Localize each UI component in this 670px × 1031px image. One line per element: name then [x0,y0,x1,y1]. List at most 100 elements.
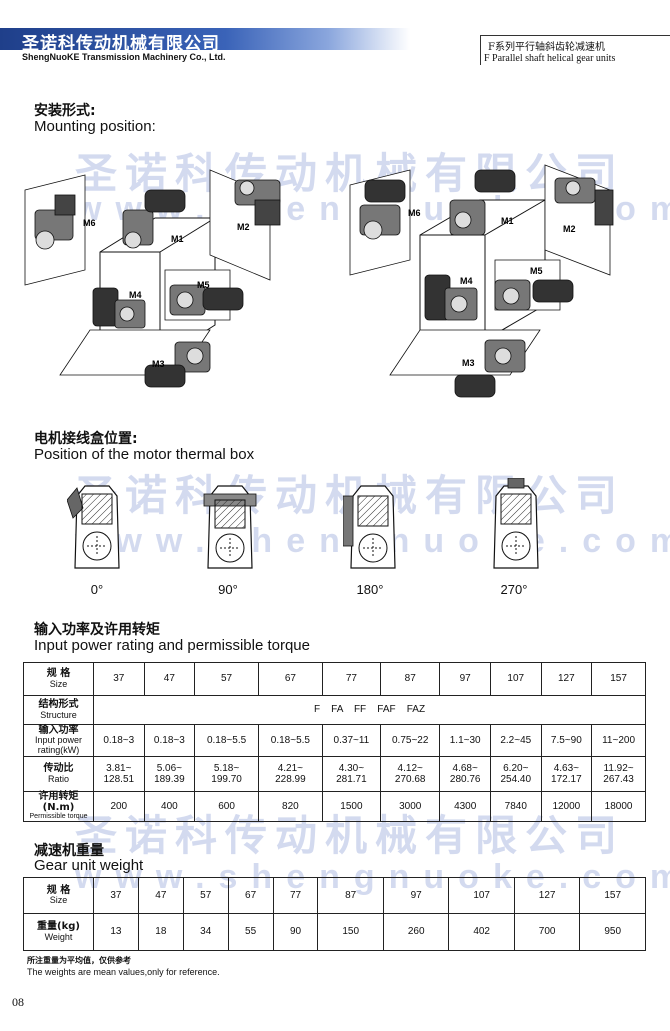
m5-label: M5 [197,280,210,290]
weight-note-en: The weights are mean values,only for ref… [27,967,220,977]
m6-label: M6 [83,218,96,228]
power-cell: 11~200 [591,724,646,757]
m3-label: M3 [152,359,165,369]
size-cell: 57 [194,662,259,696]
size-cell: 107 [489,662,542,696]
thermal-title-cn: 电机接线盒位置: [34,431,138,447]
weight-cell: 260 [382,913,450,951]
table-row-torque: 许用转矩(N.m) Permissible torque 200 400 600… [23,791,646,822]
table-row-ratio: 传动比 Ratio 3.81~128.51 5.06~189.39 5.18~1… [23,756,646,792]
size-cell: 67 [257,662,323,696]
size-cell: 67 [227,877,274,914]
power-cell: 0.18~3 [143,724,196,757]
header-banner [0,28,410,50]
size-cell: 37 [93,662,145,696]
size-cell: 77 [272,877,319,914]
thermal-box-270-diagram [493,478,539,569]
weight-table: 规 格 Size 37 47 57 67 77 87 97 107 127 15… [23,877,646,951]
weight-table-title-cn: 减速机重量 [34,843,104,859]
power-table-title-cn: 输入功率及许用转矩 [34,622,160,638]
structure-header-cell: 结构形式 Structure [23,695,94,725]
size-cell: 127 [513,877,581,914]
power-cell: 0.18~3 [93,724,145,757]
size-cell: 87 [379,662,441,696]
table-row-structure: 结构形式 Structure F FA FF FAF FAZ [23,695,646,725]
size-header-cell: 规 格 Size [23,877,94,914]
table-row-size: 规 格 Size 37 47 57 67 77 87 97 107 127 15… [23,877,646,914]
weight-cell: 18 [137,913,184,951]
ratio-header-cell: 传动比 Ratio [23,756,94,792]
mounting-diagram-right: M6 M1 M2 M4 M5 M3 [349,164,614,398]
power-cell: 2.2~45 [489,724,542,757]
size-cell: 57 [182,877,229,914]
torque-cell: 18000 [591,791,646,822]
size-header-cell: 规 格 Size [23,662,94,696]
weight-cell: 13 [93,913,139,951]
ratio-cell: 4.68~280.76 [439,756,491,792]
thermal-box-0-diagram [67,485,120,569]
torque-cell: 7840 [489,791,542,822]
ratio-cell: 4.30~281.71 [321,756,382,792]
mounting-title-cn: 安装形式: [34,103,96,119]
m3-label: M3 [462,358,475,368]
angle-label-0: 0° [90,582,104,597]
power-cell: 0.18~5.5 [194,724,259,757]
page-number: 08 [12,995,24,1009]
size-cell: 37 [93,877,139,914]
ratio-cell: 4.63~172.17 [540,756,593,792]
weight-cell: 700 [513,913,581,951]
thermal-box-180-diagram [343,485,396,569]
power-cell: 0.37~11 [321,724,382,757]
table-row-weight: 重量(kg) Weight 13 18 34 55 90 150 260 402… [23,913,646,951]
torque-cell: 1500 [321,791,382,822]
power-cell: 0.75~22 [379,724,441,757]
m4-label: M4 [129,290,142,300]
size-cell: 97 [382,877,450,914]
weight-cell: 34 [182,913,229,951]
weight-cell: 402 [448,913,515,951]
ratio-cell: 5.18~199.70 [194,756,259,792]
size-cell: 47 [137,877,184,914]
mounting-diagram-left: M6 M1 M2 M4 M5 M3 [24,169,281,388]
torque-cell: 12000 [540,791,593,822]
size-cell: 87 [317,877,384,914]
power-cell: 0.18~5.5 [257,724,323,757]
size-cell: 107 [448,877,515,914]
torque-cell: 200 [93,791,145,822]
series-title-cn: F系列平行轴斜齿轮减速机 [488,42,605,53]
thermal-title-en: Position of the motor thermal box [34,446,255,463]
table-row-size: 规 格 Size 37 47 57 67 77 87 97 107 127 15… [23,662,646,696]
structure-value-cell: F FA FF FAF FAZ [93,695,646,725]
ratio-cell: 5.06~189.39 [143,756,196,792]
size-cell: 157 [591,662,646,696]
series-title-en: F Parallel shaft helical gear units [484,53,616,64]
m5-label: M5 [530,266,543,276]
torque-cell: 400 [143,791,196,822]
power-torque-table: 规 格 Size 37 47 57 67 77 87 97 107 127 15… [23,662,646,822]
thermal-box-90-diagram [203,485,257,569]
weight-cell: 55 [227,913,274,951]
torque-cell: 4300 [439,791,491,822]
weight-header-cell: 重量(kg) Weight [23,913,94,951]
ratio-cell: 6.20~254.40 [489,756,542,792]
m1-label: M1 [171,234,184,244]
torque-cell: 600 [194,791,259,822]
m1-label: M1 [501,216,514,226]
ratio-cell: 3.81~128.51 [93,756,145,792]
power-cell: 7.5~90 [540,724,593,757]
m4-label: M4 [460,276,473,286]
size-cell: 47 [143,662,196,696]
ratio-cell: 4.21~228.99 [257,756,323,792]
ratio-cell: 4.12~270.68 [379,756,441,792]
power-header-cell: 输入功率 Input power rating(kW) [23,724,94,757]
angle-label-270: 270° [500,582,528,597]
weight-table-title-en: Gear unit weight [34,857,144,874]
size-cell: 157 [579,877,646,914]
size-cell: 97 [439,662,491,696]
size-cell: 127 [540,662,593,696]
mounting-title-en: Mounting position: [34,118,156,135]
weight-cell: 150 [317,913,384,951]
ratio-cell: 11.92~267.43 [591,756,646,792]
m2-label: M2 [237,222,250,232]
power-table-title-en: Input power rating and permissible torqu… [34,637,310,654]
